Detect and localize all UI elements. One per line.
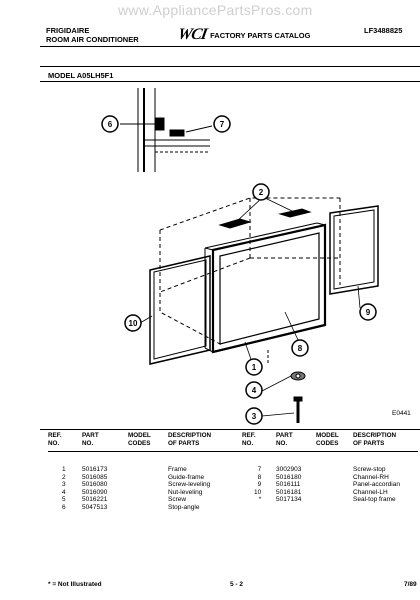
- table-row-desc: Channel-LH: [353, 488, 388, 496]
- inset-detail: [120, 88, 213, 172]
- callout-6-label: 6: [108, 120, 113, 129]
- header-rule: [40, 46, 420, 47]
- guide-frames: [218, 208, 312, 229]
- wci-logo: WCI: [176, 26, 208, 43]
- table-row-part: 5016090: [82, 488, 108, 496]
- table-row-part: 5016173: [82, 466, 108, 473]
- table-row-ref: 8: [257, 473, 262, 481]
- leveling-hardware: [267, 350, 306, 423]
- table-header-rule: [48, 451, 418, 452]
- right-part-col: 3002903 5016180 5016111 5016181 5017134: [276, 466, 301, 504]
- callout-10-label: 10: [129, 319, 138, 328]
- frame: [204, 222, 327, 354]
- callout-8-label: 8: [298, 344, 303, 353]
- table-row-desc: Screw-leveling: [168, 481, 211, 489]
- accordion-panel-right: [329, 205, 379, 295]
- table-row-part: 5016080: [82, 481, 108, 489]
- callout-9: 9: [359, 303, 377, 321]
- model-rule-top: [40, 66, 420, 67]
- table-row-part: 5016181: [276, 488, 302, 496]
- table-row-ref: 5: [62, 496, 66, 504]
- table-row-ref: 1: [62, 466, 66, 473]
- table-row-desc: Screw-stop: [353, 466, 386, 473]
- table-row-desc: Stop-angle: [168, 503, 200, 511]
- catalog-number: LF3488825: [364, 26, 403, 35]
- callout-3: 3: [245, 407, 263, 425]
- table-row-part: 5047513: [82, 503, 108, 511]
- left-ref-col: 1 2 3 4 5 6: [62, 466, 66, 512]
- watermark: www.AppliancePartsPros.com: [118, 2, 313, 18]
- parts-table-left: 1 2 3 4 5 6 5016173 5016085 5016080 5016…: [48, 466, 228, 514]
- callout-1: 1: [245, 358, 263, 376]
- table-row-ref: 6: [62, 503, 66, 511]
- table-row-desc: Guide-frame: [168, 473, 205, 481]
- table-row-ref: 9: [257, 481, 262, 489]
- callout-3-label: 3: [252, 412, 257, 421]
- table-row-part: 5016085: [82, 473, 108, 481]
- table-row-desc: Frame: [168, 466, 187, 473]
- print-date: 7/89: [404, 581, 417, 588]
- table-row-ref: 10: [254, 488, 262, 496]
- model-rule-bottom: [40, 81, 420, 82]
- cabinet-outline: [159, 197, 341, 346]
- callout-4-label: 4: [252, 386, 257, 395]
- header-center: WCI FACTORY PARTS CATALOG: [176, 26, 311, 44]
- header-model-2: MODEL CODES: [316, 432, 339, 447]
- left-part-col: 5016173 5016085 5016080 5016090 5016221 …: [82, 466, 107, 512]
- exploded-parts-diagram: 6 7 2 10 9 8 1 4: [101, 88, 379, 425]
- callout-9-label: 9: [366, 308, 371, 317]
- table-row-part: 5016111: [276, 481, 301, 489]
- header-model: MODEL CODES: [128, 432, 151, 447]
- header-part: PART NO.: [82, 432, 99, 447]
- callout-8: 8: [291, 339, 309, 357]
- callout-2: 2: [252, 183, 270, 201]
- table-row-part: 5016180: [276, 473, 302, 481]
- callout-7: 7: [213, 115, 231, 133]
- header-part-2: PART NO.: [276, 432, 293, 447]
- table-row-desc: Seal-top frame: [353, 496, 396, 504]
- callout-1-label: 1: [252, 363, 257, 372]
- table-row-desc: Nut-leveling: [168, 488, 203, 496]
- catalog-title: FACTORY PARTS CATALOG: [210, 30, 311, 40]
- right-desc-col: Screw-stop Channel-RH Panel-accordian Ch…: [353, 466, 400, 504]
- header-desc: DESCRIPTION OF PARTS: [168, 432, 212, 447]
- left-desc-col: Frame Guide-frame Screw-leveling Nut-lev…: [168, 466, 210, 512]
- footnote: * = Not Illustrated: [48, 581, 102, 588]
- table-rule: [40, 429, 420, 430]
- header-ref-2: REF. NO.: [242, 432, 256, 447]
- table-row-ref: 4: [62, 488, 66, 496]
- callout-7-label: 7: [220, 120, 225, 129]
- table-row-part: 5016221: [82, 496, 108, 504]
- parts-table-right: 7 8 9 10 * 3002903 5016180 5016111 50161…: [242, 466, 418, 506]
- page-number: 5 - 2: [230, 581, 244, 588]
- header-ref: REF. NO.: [48, 432, 62, 447]
- model-line: MODEL A05LH5F1: [48, 71, 114, 80]
- callout-6: 6: [101, 115, 119, 133]
- callout-4: 4: [245, 381, 263, 399]
- callout-10: 10: [124, 314, 142, 332]
- table-row-part: 3002903: [276, 466, 302, 473]
- table-row-ref: 2: [62, 473, 66, 481]
- table-row-desc: Screw: [168, 496, 187, 504]
- callout-2-label: 2: [259, 188, 264, 197]
- table-row-ref: *: [258, 496, 262, 504]
- figure-code: E0441: [392, 410, 411, 417]
- header-left: FRIGIDAIRE ROOM AIR CONDITIONER: [46, 26, 139, 44]
- product-name: ROOM AIR CONDITIONER: [46, 35, 139, 44]
- table-row-ref: 3: [62, 481, 66, 489]
- table-header: REF. NO. PART NO. MODEL CODES DESCRIPTIO…: [48, 432, 418, 448]
- table-row-ref: 7: [257, 466, 262, 473]
- accordion-panel-left: [149, 255, 211, 365]
- brand-name: FRIGIDAIRE: [46, 26, 90, 35]
- table-row-desc: Channel-RH: [353, 473, 389, 481]
- right-ref-col: 7 8 9 10 *: [254, 466, 261, 504]
- header-desc-2: DESCRIPTION OF PARTS: [353, 432, 397, 447]
- table-row-desc: Panel-accordian: [353, 481, 400, 489]
- table-row-part: 5017134: [276, 496, 302, 504]
